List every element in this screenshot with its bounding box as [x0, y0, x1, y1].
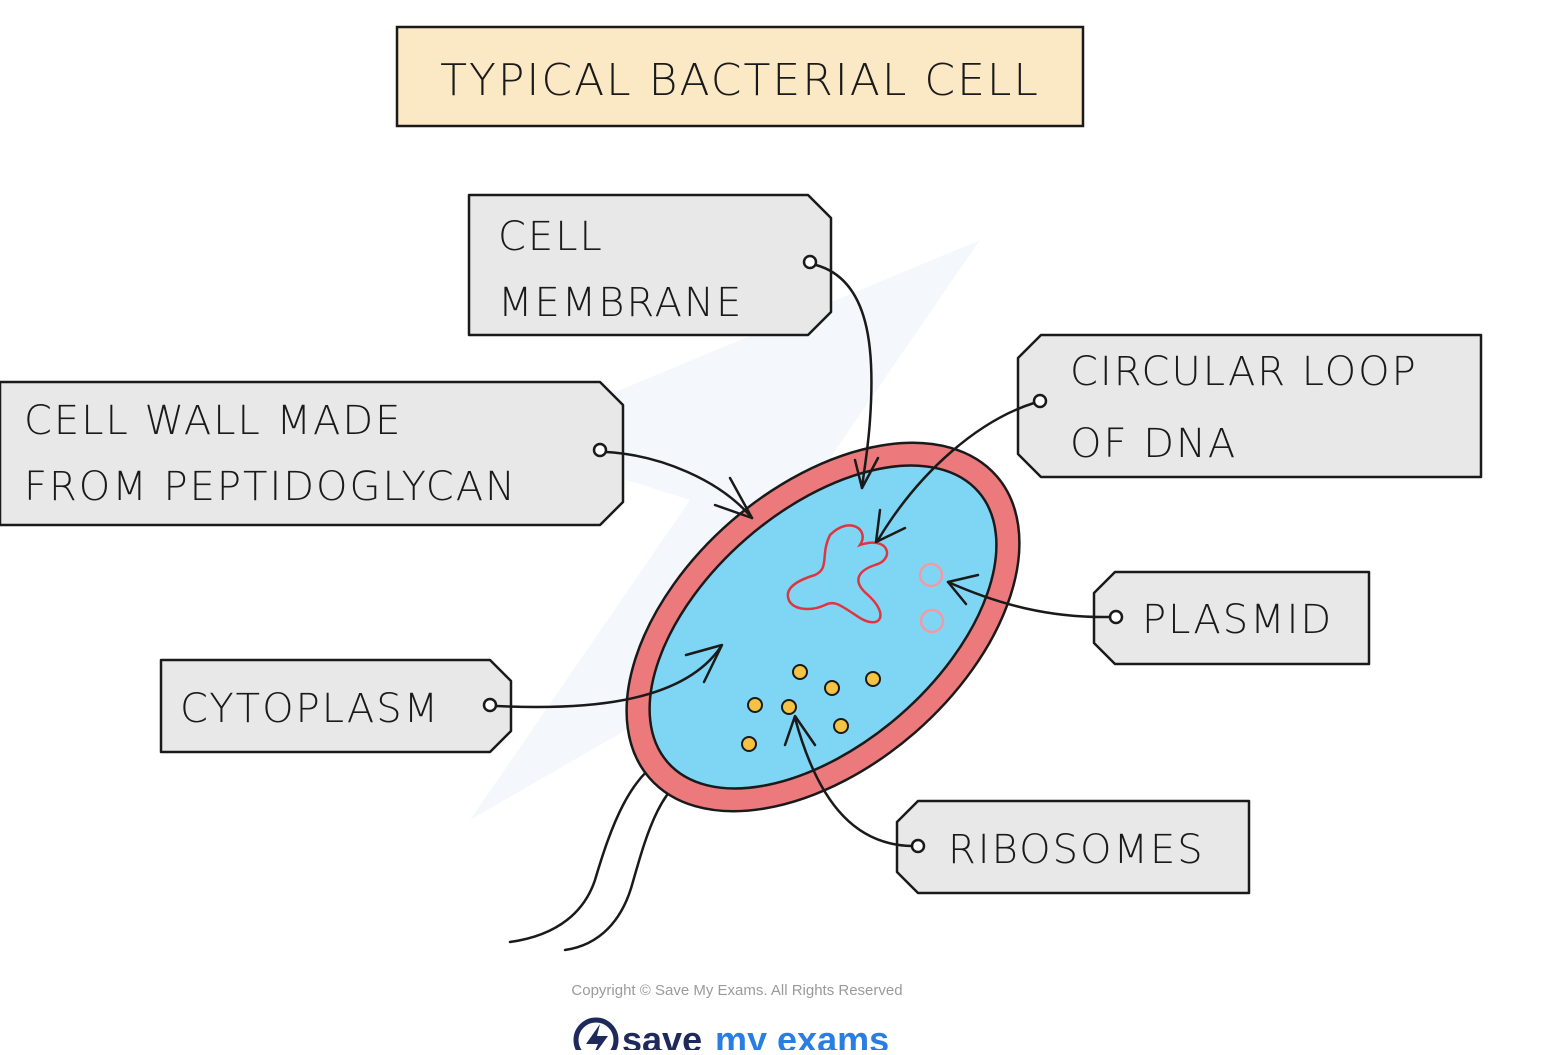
- ribosome: [833, 718, 849, 734]
- copyright-text: Copyright © Save My Exams. All Rights Re…: [571, 982, 902, 999]
- dna-loop: [786, 524, 889, 624]
- plasmid: [918, 562, 944, 588]
- cell-membrane-line-1: CELL: [498, 214, 604, 260]
- label-cytoplasm: CYTOPLASM: [159, 643, 724, 754]
- diagram-title: TYPICAL BACTERIAL CELL: [440, 55, 1040, 106]
- dna-line-1: CIRCULAR LOOP: [1070, 349, 1418, 395]
- cell-membrane-arrow: [814, 263, 873, 490]
- label-dna: CIRCULAR LOOP OF DNA: [874, 333, 1483, 544]
- cell-membrane: [648, 464, 998, 790]
- ribosome: [747, 697, 763, 713]
- cell-membrane-line-2: MEMBRANE: [498, 280, 743, 326]
- cell-membrane-pin: [802, 254, 818, 270]
- plasmid: [919, 608, 945, 634]
- plasmid-pin: [1108, 609, 1124, 625]
- ribosome: [741, 736, 757, 752]
- ribosomes-arrow: [793, 716, 914, 848]
- title-box: TYPICAL BACTERIAL CELL: [395, 25, 1085, 128]
- dna-arrow: [876, 401, 1036, 542]
- label-cell-wall: CELL WALL MADE FROM PEPTIDOGLYCAN: [0, 380, 754, 527]
- cell-wall-line-2: FROM PEPTIDOGLYCAN: [24, 464, 517, 510]
- ribosome: [792, 664, 808, 680]
- ribosome: [824, 680, 840, 696]
- bacterial-cell: [625, 441, 1021, 813]
- plasmid-label: PLASMID: [1142, 597, 1333, 643]
- cytoplasm-pin: [482, 697, 498, 713]
- cell-wall-line-1: CELL WALL MADE: [24, 398, 402, 444]
- ribosome: [781, 699, 797, 715]
- cytoplasm-arrow: [494, 646, 722, 709]
- label-ribosomes: RIBOSOMES: [783, 714, 1251, 895]
- logo-word-my-exams: my exams: [715, 1019, 889, 1050]
- ribosomes-pin: [910, 838, 926, 854]
- plasmids: [918, 562, 945, 634]
- dna-line-2: OF DNA: [1070, 421, 1237, 467]
- plasmid-arrow: [946, 580, 1112, 619]
- cytoplasm-label: CYTOPLASM: [180, 686, 440, 732]
- ribosomes: [741, 664, 881, 752]
- ribosome: [865, 671, 881, 687]
- save-my-exams-logo: save my exams: [573, 1017, 889, 1055]
- dna-pin: [1032, 393, 1048, 409]
- logo-word-save: save: [622, 1019, 702, 1050]
- cell-wall-pin: [592, 442, 608, 458]
- cell-wall-arrow: [604, 450, 754, 520]
- label-plasmid: PLASMID: [946, 570, 1371, 666]
- logo-bolt-icon: [573, 1017, 619, 1055]
- ribosomes-label: RIBOSOMES: [948, 827, 1205, 873]
- label-cell-membrane: CELL MEMBRANE: [467, 193, 880, 490]
